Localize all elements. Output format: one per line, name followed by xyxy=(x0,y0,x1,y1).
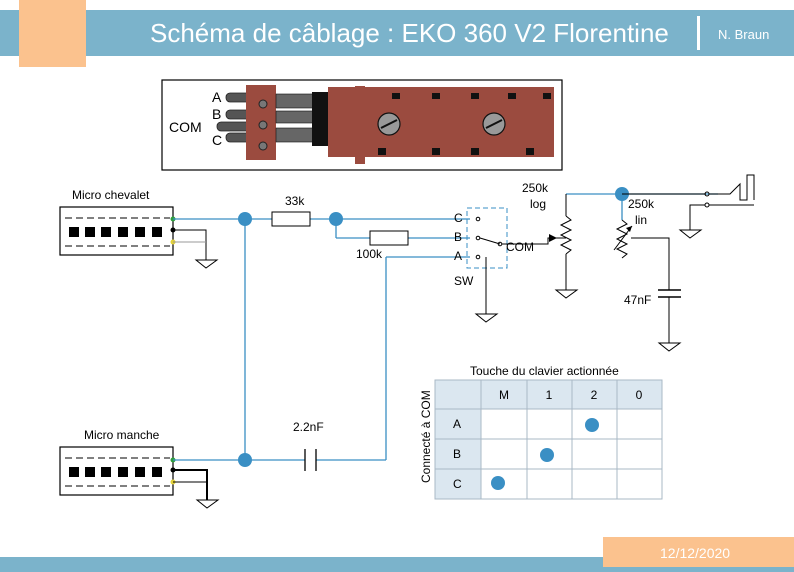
bridge-pickup-label: Micro chevalet xyxy=(72,188,150,202)
resistor-33k-label: 33k xyxy=(285,194,305,208)
output-jack xyxy=(622,174,755,239)
row-header-b: B xyxy=(453,447,461,461)
rivet-bottom xyxy=(258,141,268,151)
photo-label-a: A xyxy=(212,89,222,105)
table-side-label: Connecté à COM xyxy=(419,390,433,483)
volume-pot: 250k log xyxy=(502,181,579,299)
resistor-100k xyxy=(369,230,409,246)
com-label: COM xyxy=(506,240,534,254)
capacitor-2-2nf xyxy=(304,449,317,471)
bridge-pickup: Micro chevalet xyxy=(59,188,207,260)
contact-c-label: C xyxy=(454,211,463,225)
lead-3 xyxy=(275,127,319,143)
row-header-c: C xyxy=(453,477,462,491)
header-bar xyxy=(0,10,794,56)
switch-photo: A B COM C xyxy=(161,79,563,171)
resistor-33k xyxy=(271,211,311,227)
contact-b-label: B xyxy=(454,230,462,244)
junctions xyxy=(238,187,629,467)
tone-taper: lin xyxy=(635,213,647,227)
tone-cap-label: 47nF xyxy=(624,293,651,307)
connection-dot-a xyxy=(585,418,599,432)
neck-pickup: Micro manche xyxy=(59,428,208,500)
selector-switch: C B A COM SW xyxy=(454,207,534,323)
tone-value: 250k xyxy=(628,197,655,211)
connection-table: Touche du clavier actionnée Connecté à C… xyxy=(419,364,663,500)
date-box xyxy=(603,537,794,567)
row-header-a: A xyxy=(453,417,461,431)
connection-dot-b xyxy=(540,448,554,462)
volume-taper: log xyxy=(530,197,546,211)
contact-a-label: A xyxy=(454,249,462,263)
photo-label-b: B xyxy=(212,106,221,122)
col-header-2: 2 xyxy=(591,388,598,402)
col-header-1: 1 xyxy=(546,388,553,402)
connection-dots xyxy=(491,418,599,490)
rivet-mid xyxy=(258,120,268,130)
corner-accent xyxy=(19,0,86,67)
rivet-top xyxy=(258,99,268,109)
title-divider xyxy=(697,16,700,50)
photo-label-com: COM xyxy=(169,119,202,135)
ground-bridge xyxy=(194,259,219,269)
connection-dot-c xyxy=(491,476,505,490)
photo-label-c: C xyxy=(212,132,222,148)
ground-neck xyxy=(195,499,220,509)
col-header-m: M xyxy=(499,388,509,402)
author-name: N. Braun xyxy=(718,27,770,42)
tone-pot: 250k lin 47nF xyxy=(613,197,682,352)
table-title: Touche du clavier actionnée xyxy=(470,364,619,378)
date-label: 12/12/2020 xyxy=(660,545,731,561)
volume-value: 250k xyxy=(522,181,549,195)
footer-bar xyxy=(0,557,794,572)
lead-block xyxy=(312,92,328,146)
switch-label: SW xyxy=(454,274,474,288)
lead-1 xyxy=(275,93,319,109)
switch-body xyxy=(328,87,554,157)
resistor-100k-label: 100k xyxy=(356,247,383,261)
page-title: Schéma de câblage : EKO 360 V2 Florentin… xyxy=(150,18,669,48)
neck-pickup-label: Micro manche xyxy=(84,428,160,442)
col-header-0: 0 xyxy=(636,388,643,402)
lead-2 xyxy=(275,110,319,124)
capacitor-2-2nf-label: 2.2nF xyxy=(293,420,324,434)
